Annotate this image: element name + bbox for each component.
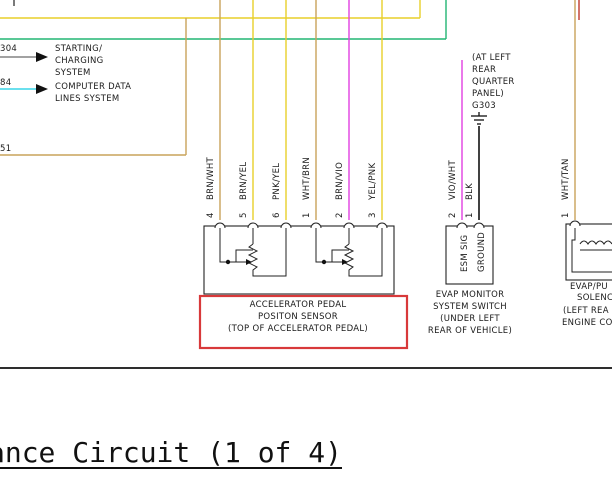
sensor-label-highlight (198, 294, 409, 350)
evap-switch-label-line-4: REAR OF VEHICLE) (428, 326, 512, 336)
arrow-computer-data (36, 84, 48, 94)
solenoid-label-line-1: EVAP/PU (570, 282, 608, 292)
circuit-number-304: 304 (0, 44, 17, 54)
arrow-starting-charging (36, 52, 48, 62)
ground-note-line-4: PANEL) (472, 89, 504, 99)
page-caption-container: rmance Circuit (1 of 4) (0, 430, 350, 490)
wire-label-brn-yel: BRN/YEL (239, 162, 249, 200)
app-sensor-label-line-1: ACCELERATOR PEDAL (250, 300, 347, 310)
wire-label-yel-pnk: YEL/PNK (368, 163, 378, 201)
pin-number-1: 1 (302, 213, 312, 218)
circuit-number-51: 51 (0, 144, 11, 154)
starting-charging-line-2: CHARGING (55, 56, 104, 66)
ground-note-line-2: REAR (472, 65, 496, 75)
evap-purge-solenoid (565, 220, 612, 281)
wire-label-pnk-yel: PNK/YEL (272, 163, 282, 200)
pin-number-5: 5 (239, 213, 249, 218)
pin-number-4: 4 (206, 213, 216, 218)
pin-number-2: 2 (335, 213, 345, 218)
wire-label-wht-brn: WHT/BRN (302, 157, 312, 200)
pin-number-3: 3 (368, 213, 378, 218)
ground-note-line-3: QUARTER (472, 77, 515, 87)
accelerator-pedal-sensor (203, 222, 395, 295)
ground-symbol (471, 112, 487, 125)
starting-charging-line-1: STARTING/ (55, 44, 102, 54)
pin-number-esm-2: 2 (448, 213, 458, 218)
wire-label-vio-wht: VIO/WHT (448, 160, 458, 200)
esm-sig-text: ESM SIG (460, 235, 470, 272)
starting-charging-line-3: SYSTEM (55, 68, 91, 78)
evap-switch-label-line-2: SYSTEM SWITCH (433, 302, 507, 312)
evap-switch-label-line-3: (UNDER LEFT (440, 314, 500, 324)
computer-data-line-2: LINES SYSTEM (55, 94, 120, 104)
evap-switch-label-line-1: EVAP MONITOR (436, 290, 505, 300)
app-sensor-label-line-2: POSITON SENSOR (258, 312, 338, 322)
wire-label-wht-tan: WHT/TAN (561, 158, 571, 200)
wire-label-brn-wht: BRN/WHT (206, 156, 216, 200)
solenoid-label-line-3: (LEFT REA (563, 306, 609, 316)
evap-monitor-switch: ESM SIG GROUND (445, 222, 494, 285)
computer-data-line-1: COMPUTER DATA (55, 82, 131, 92)
pin-number-esm-1: 1 (465, 213, 475, 218)
solenoid-label-line-4: ENGINE CO (562, 318, 612, 328)
app-sensor-label-line-3: (TOP OF ACCELERATOR PEDAL) (228, 324, 368, 334)
solenoid-label-line-2: SOLENC (577, 293, 612, 303)
page-caption: rmance Circuit (1 of 4) (0, 436, 342, 469)
wire-label-brn-vio: BRN/VIO (335, 162, 345, 200)
wire-label-blk: BLK (465, 183, 475, 200)
pin-number-6: 6 (272, 213, 282, 218)
circuit-number-84: 84 (0, 78, 11, 88)
pin-number-sol-1: 1 (561, 213, 571, 218)
ground-text: GROUND (477, 232, 487, 272)
ground-note-line-1: (AT LEFT (472, 53, 511, 63)
ground-id: G303 (472, 101, 496, 111)
